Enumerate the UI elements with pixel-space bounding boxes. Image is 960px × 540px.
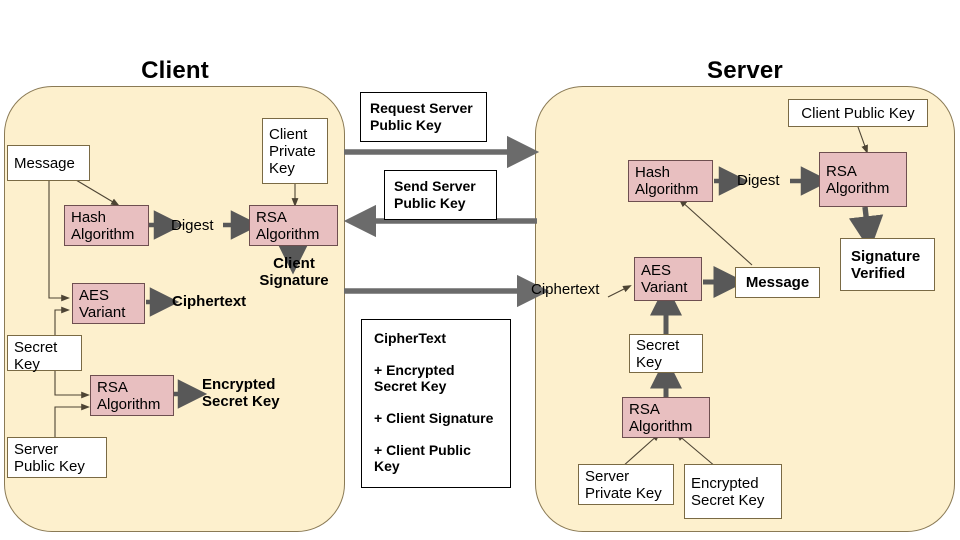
msgbox-request-server-public-key[interactable]: Request Server Public Key <box>360 92 487 142</box>
node-client-rsa-algorithm-sign[interactable]: RSA Algorithm <box>249 205 338 246</box>
node-server-message[interactable]: Message <box>735 267 820 298</box>
node-server-aes-variant[interactable]: AES Variant <box>634 257 702 301</box>
node-server-rsa-algorithm-decrypt[interactable]: RSA Algorithm <box>622 397 710 438</box>
node-client-hash-algorithm[interactable]: Hash Algorithm <box>64 205 149 246</box>
node-client-aes-variant[interactable]: AES Variant <box>72 283 145 324</box>
node-server-secret-key[interactable]: Secret Key <box>629 334 703 373</box>
label-server-digest: Digest <box>737 172 780 189</box>
node-server-hash-algorithm[interactable]: Hash Algorithm <box>628 160 713 202</box>
msgbox-send-server-public-key[interactable]: Send Server Public Key <box>384 170 497 220</box>
node-server-client-public-key[interactable]: Client Public Key <box>788 99 928 127</box>
server-panel-title: Server <box>707 57 783 84</box>
node-server-private-key[interactable]: Server Private Key <box>578 464 674 505</box>
node-client-private-key[interactable]: Client Private Key <box>262 118 328 184</box>
label-client-ciphertext: Ciphertext <box>172 293 247 310</box>
node-server-rsa-algorithm-verify[interactable]: RSA Algorithm <box>819 152 907 207</box>
node-server-signature-verified[interactable]: Signature Verified <box>840 238 935 291</box>
label-client-signature: Client Signature <box>259 255 329 289</box>
node-server-encrypted-secret-key[interactable]: Encrypted Secret Key <box>684 464 782 519</box>
node-client-message[interactable]: Message <box>7 145 90 181</box>
label-client-digest: Digest <box>171 217 214 234</box>
label-client-encrypted-secret-key: Encrypted Secret Key <box>202 376 280 410</box>
client-panel-title: Client <box>141 57 209 84</box>
node-client-rsa-algorithm-encrypt[interactable]: RSA Algorithm <box>90 375 174 416</box>
node-client-server-public-key[interactable]: Server Public Key <box>7 437 107 478</box>
label-server-ciphertext: Ciphertext <box>531 281 600 298</box>
msgbox-payload[interactable]: CipherText + Encrypted Secret Key + Clie… <box>361 319 511 488</box>
node-client-secret-key[interactable]: Secret Key <box>7 335 82 373</box>
